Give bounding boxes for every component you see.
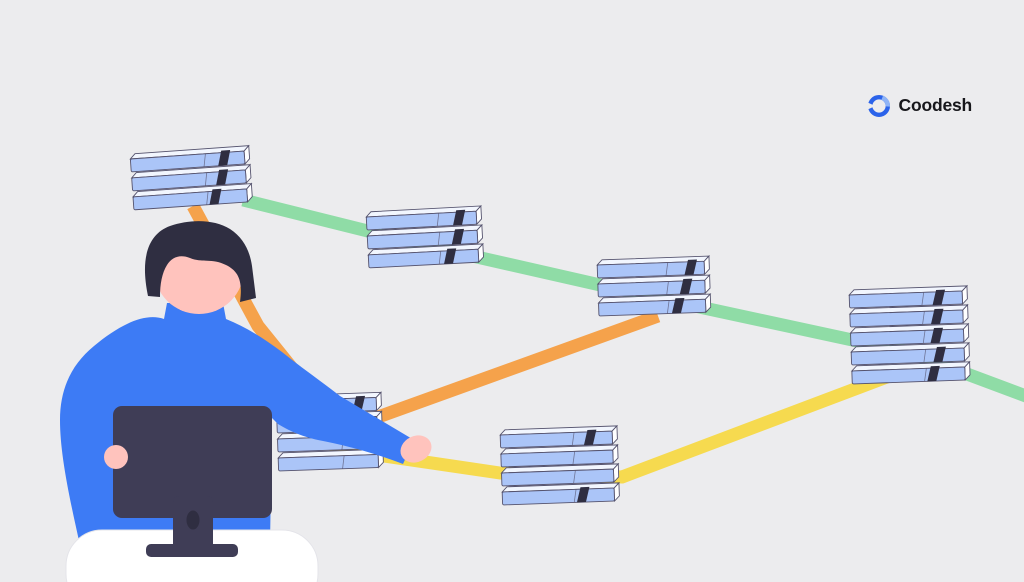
person-right-hand xyxy=(400,435,432,463)
server-stack-top-left xyxy=(129,144,253,211)
monitor-screen xyxy=(113,406,272,518)
person-hair xyxy=(144,221,256,302)
server-stack-middle xyxy=(596,254,712,317)
server-stack-right xyxy=(848,284,971,385)
brand-logo: Coodesh xyxy=(866,93,972,119)
server-stack-bottom-middle xyxy=(499,424,620,506)
coodesh-ring-icon xyxy=(866,94,890,118)
monitor-base xyxy=(146,544,238,557)
monitor-stand-hole xyxy=(186,510,200,530)
person-left-hand xyxy=(104,445,128,469)
brand-name: Coodesh xyxy=(898,95,973,116)
server-stack-upper-middle xyxy=(365,204,484,269)
